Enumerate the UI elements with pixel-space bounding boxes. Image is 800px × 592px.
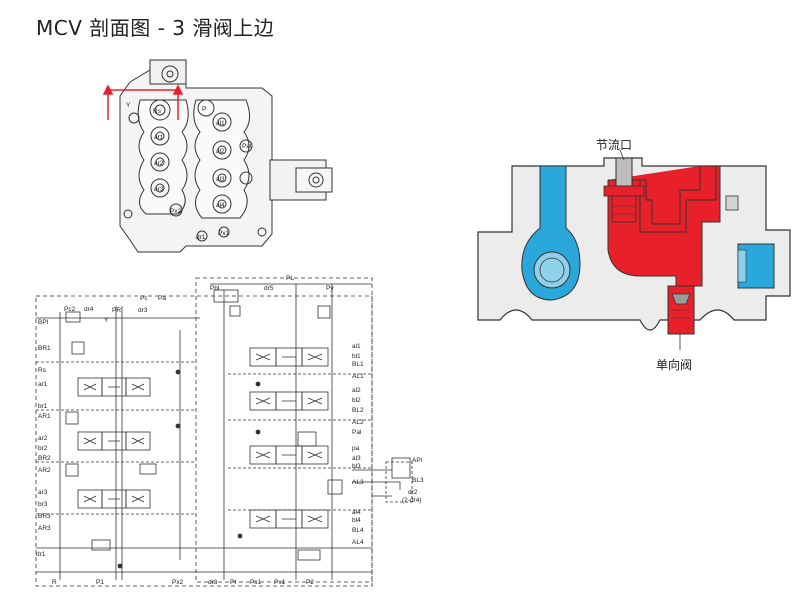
schematic-top-labels: Pc2 dr4 PR Pc Pa Pbl dr5 PL Py: [64, 275, 334, 314]
label-rs: Rs: [38, 367, 47, 374]
spool-valve-right-4: [249, 509, 329, 529]
label-br2: BR2: [38, 455, 51, 462]
label-al3: al3: [352, 455, 361, 462]
label-ar2: ar2: [38, 435, 48, 442]
top-view-labels: Y Rs ar1 ar2 ar3 Px2 dr1 P al1 Pal al2 a…: [126, 102, 252, 241]
label-ar1-upper: AR1: [38, 413, 51, 420]
label-ar2: ar2: [154, 160, 164, 167]
label-pa: pa: [352, 445, 360, 452]
label-p1: P1: [96, 579, 104, 586]
label-al2: al2: [352, 387, 361, 394]
schematic-left-labels: BPl BR1 Rs ar1 br1 AR1 ar2 br2 BR2 AR2 a…: [38, 319, 51, 532]
label-bl1: bl1: [352, 353, 361, 360]
label-ar3: ar3: [38, 489, 48, 496]
label-br2-lower: br2: [38, 445, 48, 452]
label-ar3-upper: AR3: [38, 525, 51, 532]
schematic-misc-labels: Y dr3 dr1: [36, 307, 148, 558]
label-pc2: Pc2: [64, 306, 76, 313]
label-pt: Pt: [230, 579, 236, 586]
check-valve-poppet: [671, 293, 691, 305]
label-bl2: bl2: [352, 397, 361, 404]
label-px2-bottom: Px2: [172, 579, 184, 586]
label-2-dr4: (2-dr4): [402, 497, 422, 504]
label-pal: Pal: [242, 143, 252, 150]
label-y-schematic: Y: [104, 317, 109, 324]
spool-valve-left-1: [77, 377, 151, 397]
page-title: MCV 剖面图 - 3 滑阀上边: [36, 16, 275, 40]
label-al2: al2: [216, 148, 225, 155]
throttle-spool: [615, 157, 633, 187]
label-dr2: dr2: [408, 489, 418, 496]
label-dr1: dr1: [196, 234, 206, 241]
spool-valve-left-2: [77, 431, 151, 451]
spool-valve-right-3: [249, 445, 329, 465]
label-pbl: Pbl: [210, 285, 220, 292]
label-apl: APl: [412, 457, 423, 464]
label-pa: Pa: [158, 295, 166, 302]
label-y: Y: [126, 102, 131, 109]
throttle-label: 节流口: [596, 138, 633, 152]
label-r: R: [52, 579, 57, 586]
spool-valve-left-3: [77, 489, 151, 509]
label-ar1: ar1: [38, 381, 48, 388]
label-px1: Px1: [218, 230, 230, 237]
label-ar1: ar1: [154, 134, 164, 141]
label-br1: BR1: [38, 345, 51, 352]
label-dr3-top: dr3: [138, 307, 148, 314]
label-al4: al4: [216, 202, 225, 209]
label-pal: Pal: [352, 429, 362, 436]
label-bl1-upper: BL1: [352, 361, 364, 368]
schematic-right-labels: al1 bl1 BL1 AL1 al2 bl2 BL2 AL2 Pal pa a…: [352, 343, 424, 546]
label-al3: al3: [216, 176, 225, 183]
label-p: P: [202, 106, 206, 113]
label-dr5: dr5: [264, 285, 274, 292]
label-br3-lower: br3: [38, 501, 48, 508]
label-pl: PL: [286, 275, 294, 282]
label-py: Py: [326, 285, 334, 292]
label-dr1-left: dr1: [36, 551, 46, 558]
label-p2: P2: [306, 579, 314, 586]
blue-port-circle: [533, 251, 571, 289]
top-view-valve-block: [119, 59, 333, 253]
label-bpl: BPl: [38, 319, 49, 326]
schematic-bottom-labels: R P1 Px2 dr3 Pt Ps1 Px1 P2: [52, 579, 314, 586]
spool-valve-right-2: [249, 391, 329, 411]
label-dr3-bottom: dr3: [208, 579, 218, 586]
label-rs: Rs: [153, 108, 162, 115]
label-bl3: bl3: [352, 463, 361, 470]
label-px1-bottom: Px1: [274, 579, 286, 586]
label-al1-upper: AL1: [352, 373, 364, 380]
section-view: [477, 149, 791, 350]
label-bl4: bl4: [352, 517, 361, 524]
label-bl4-upper: BL4: [352, 527, 364, 534]
label-pr: PR: [112, 307, 121, 314]
label-br3: BR3: [38, 513, 51, 520]
label-ps1: Ps1: [250, 579, 262, 586]
label-al4-upper: AL4: [352, 539, 364, 546]
label-bl2-upper: BL2: [352, 407, 364, 414]
label-al2-upper: AL2: [352, 419, 364, 426]
check-valve-label: 单向阀: [656, 358, 693, 372]
label-px2: Px2: [170, 208, 182, 215]
hydraulic-schematic: [35, 277, 413, 587]
spool-valve-right-1: [249, 347, 329, 367]
label-al1: al1: [216, 120, 225, 127]
label-bl3-upper: BL3: [412, 477, 424, 484]
label-al3-upper: AL3: [352, 479, 364, 486]
label-br1-lower: br1: [38, 403, 48, 410]
label-al1: al1: [352, 343, 361, 350]
label-ar2-upper: AR2: [38, 467, 51, 474]
section-arrows: [102, 84, 184, 120]
label-al4: al4: [352, 509, 361, 516]
label-dr4: dr4: [84, 306, 94, 313]
label-ar3: ar3: [154, 186, 164, 193]
label-pc: Pc: [140, 295, 148, 302]
